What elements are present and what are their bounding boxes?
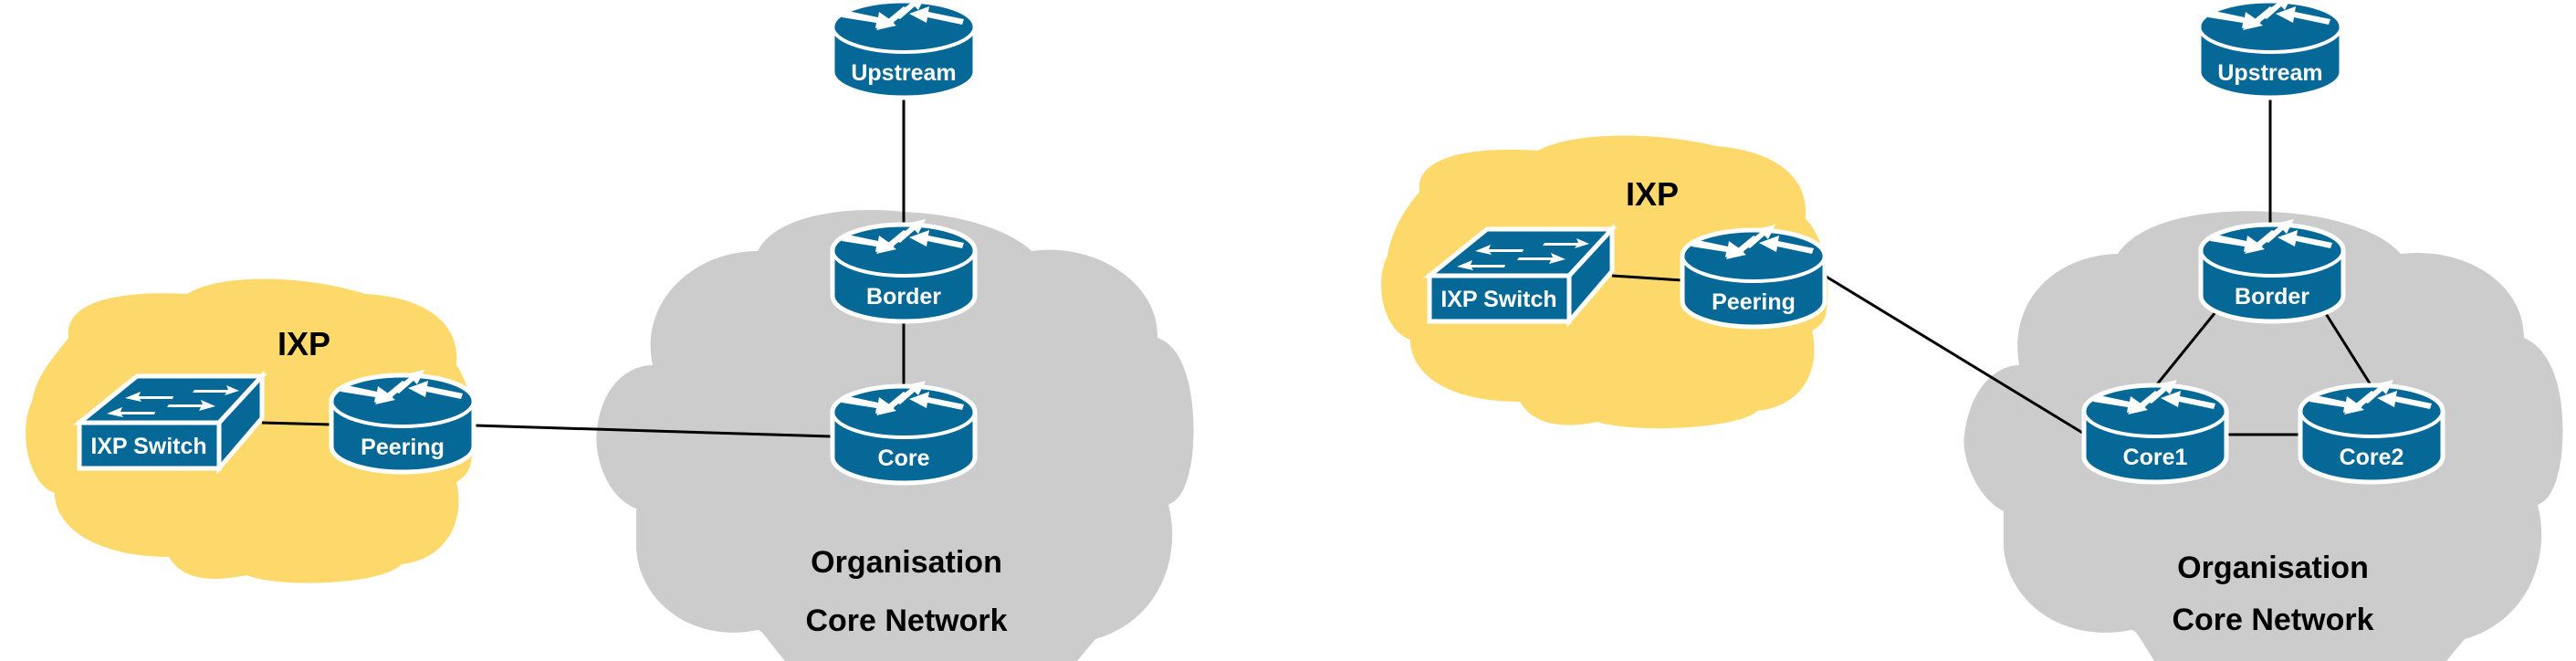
- ixp-label: IXP: [1626, 175, 1679, 213]
- core-network-cloud: [1963, 211, 2563, 661]
- router-core2[interactable]: Core2: [2300, 380, 2443, 482]
- switch-icon: [1422, 223, 1618, 328]
- router-core1[interactable]: Core1: [2084, 380, 2226, 482]
- link-border-core2: [2323, 311, 2373, 387]
- device-label: Core2: [2340, 445, 2404, 470]
- router-peering[interactable]: Peering: [331, 370, 474, 472]
- network-label-line2: Core Network: [805, 603, 1007, 638]
- ixp-switch[interactable]: IXP Switch: [72, 370, 267, 475]
- device-label: Upstream: [2217, 60, 2322, 86]
- link-switch-peering: [261, 421, 331, 426]
- device-label: Border: [2235, 284, 2309, 310]
- router-upstream[interactable]: Upstream: [2199, 0, 2341, 98]
- router-upstream[interactable]: Upstream: [832, 0, 975, 98]
- network-label-line2: Core Network: [2172, 603, 2373, 637]
- diagram-single-core: IXP Organisation Core Network IXP Switch…: [26, 0, 1194, 661]
- link-border-core1: [2155, 311, 2217, 385]
- router-border[interactable]: Border: [2201, 219, 2343, 321]
- network-label-line1: Organisation: [2177, 551, 2369, 585]
- router-peering[interactable]: Peering: [1682, 225, 1825, 327]
- device-label: Peering: [1712, 289, 1796, 315]
- network-label-line1: Organisation: [811, 545, 1002, 580]
- router-border[interactable]: Border: [832, 219, 975, 321]
- diagram-dual-core: IXP Organisation Core Network IXP Switch…: [1381, 0, 2563, 661]
- device-label: Border: [866, 284, 941, 310]
- link-peering-core: [474, 424, 832, 438]
- device-label: Upstream: [851, 60, 956, 86]
- link-switch-peering: [1611, 274, 1683, 282]
- device-label: Core1: [2123, 445, 2188, 470]
- link-peering-core1: [1824, 274, 2085, 435]
- device-label: Core: [878, 446, 930, 471]
- ixp-switch[interactable]: IXP Switch: [1422, 223, 1618, 328]
- device-label: IXP Switch: [1440, 287, 1556, 312]
- router-core[interactable]: Core: [832, 381, 975, 483]
- switch-icon: [72, 370, 267, 475]
- ixp-label: IXP: [277, 325, 330, 362]
- device-label: IXP Switch: [90, 434, 206, 459]
- device-label: Peering: [361, 435, 445, 460]
